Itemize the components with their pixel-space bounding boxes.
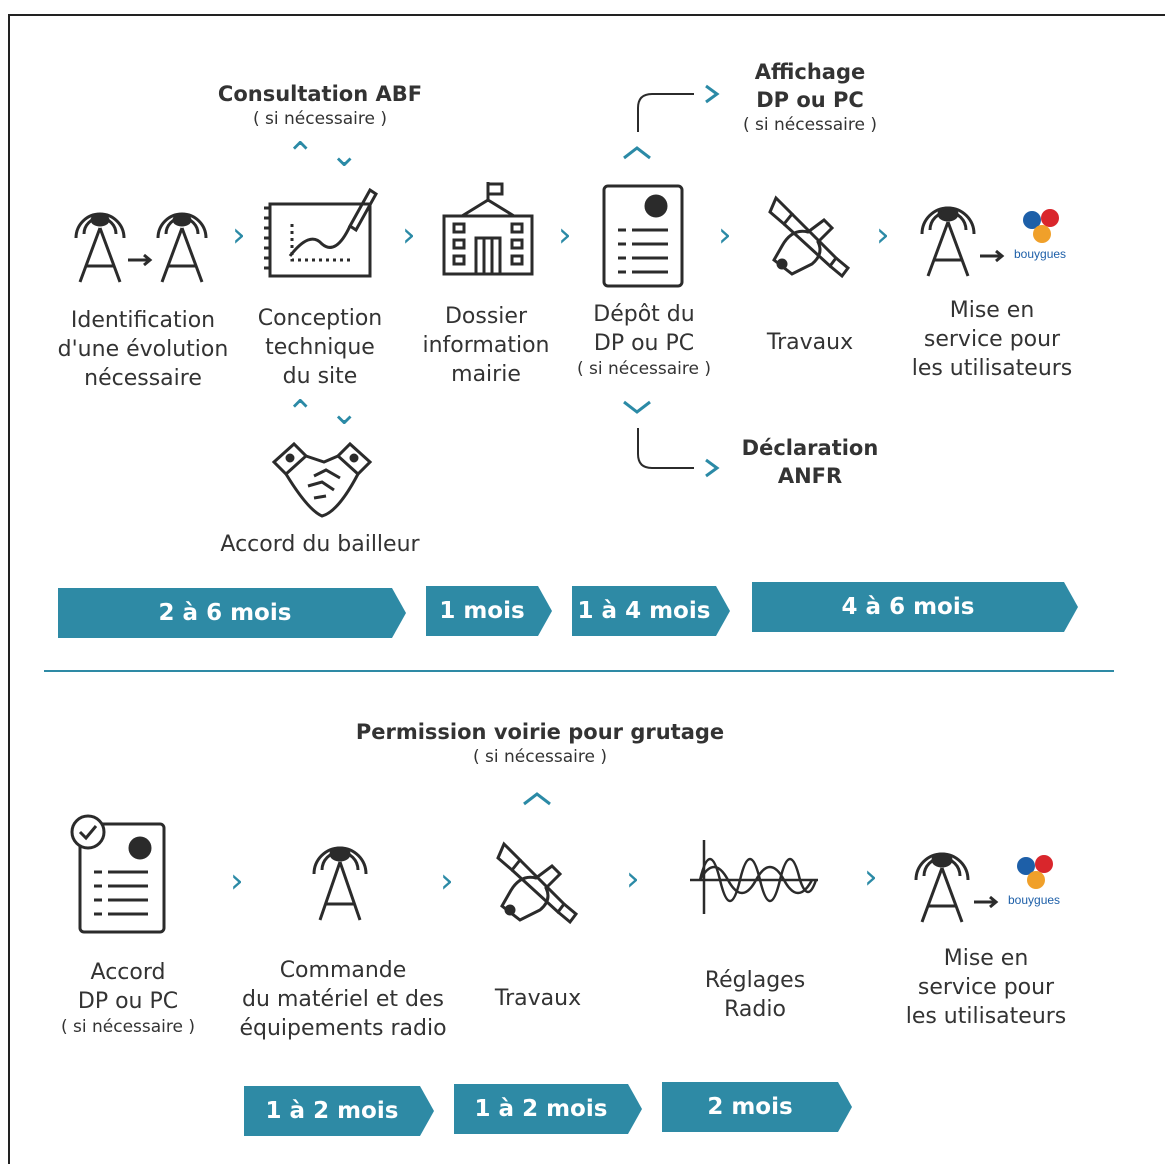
- radio-wave-icon: [690, 840, 818, 914]
- chevron-right-icon: ›: [402, 215, 416, 255]
- svg-text:bouygues: bouygues: [1008, 893, 1060, 907]
- step-line: Accord: [90, 960, 166, 985]
- step-mise-en-service: Mise en service pour les utilisateurs: [900, 296, 1084, 383]
- duration-pill: 2 mois: [662, 1082, 852, 1132]
- step-line: mairie: [451, 362, 521, 387]
- chevron-up-icon: ⌃: [286, 393, 315, 433]
- permission-voirie-title: Permission voirie pour grutage: [355, 720, 725, 744]
- chevron-right-icon: ›: [876, 215, 890, 255]
- step-line: DP ou PC: [77, 989, 179, 1014]
- step-line: les utilisateurs: [911, 356, 1073, 381]
- signed-document-icon: [70, 814, 166, 934]
- drawing-board-icon: [264, 187, 378, 278]
- affichage-heading: Affichage DP ou PC ( si nécessaire ): [720, 58, 900, 136]
- permission-voirie-heading: Permission voirie pour grutage ( si néce…: [340, 718, 740, 768]
- step-line: Mise en: [943, 946, 1029, 971]
- consultation-abf-title: Consultation ABF: [217, 82, 423, 106]
- antenna-bouygues-icon: bouygues: [914, 852, 1060, 923]
- bouygues-logo: bouygues: [1014, 209, 1066, 261]
- step-line: Mise en: [949, 298, 1035, 323]
- step-commande: Commande du matériel et des équipements …: [228, 956, 458, 1043]
- chevron-right-icon: ›: [626, 859, 640, 899]
- step-conception: Conception technique du site: [240, 304, 400, 391]
- duration-pill: 2 à 6 mois: [58, 588, 406, 638]
- step-line: Commande: [279, 958, 407, 983]
- bouygues-logo: bouygues: [1008, 855, 1060, 907]
- chevron-right-icon: ›: [232, 215, 246, 255]
- chevron-down-icon: ⌄: [330, 135, 359, 175]
- town-hall-icon: [442, 182, 534, 276]
- step-line: équipements radio: [239, 1016, 447, 1041]
- duration-pill: 1 mois: [426, 586, 552, 636]
- step-depot: Dépôt du DP ou PC ( si nécessaire ): [562, 300, 726, 380]
- step-line: du site: [282, 364, 358, 389]
- declaration-line1: Déclaration: [741, 436, 879, 460]
- step-line: les utilisateurs: [905, 1004, 1067, 1029]
- step-line: Travaux: [766, 330, 854, 355]
- step-identification: Identification d'une évolution nécessair…: [48, 306, 238, 393]
- step-line: d'une évolution: [57, 337, 229, 362]
- affichage-note: ( si nécessaire ): [742, 115, 878, 135]
- svg-text:bouygues: bouygues: [1014, 247, 1066, 261]
- accord-bailleur-label: Accord du bailleur: [220, 532, 420, 557]
- consultation-abf-note: ( si nécessaire ): [252, 109, 388, 129]
- step-line: Réglages: [704, 968, 806, 993]
- step-line: Dépôt du: [593, 302, 695, 327]
- duration-pill: 4 à 6 mois: [752, 582, 1078, 632]
- step-line: Dossier: [444, 304, 528, 329]
- duration-pill: 1 à 2 mois: [454, 1084, 642, 1134]
- handshake-icon: [271, 441, 373, 518]
- step-line: du matériel et des: [242, 987, 444, 1012]
- document-icon: [602, 184, 684, 288]
- chevron-right-icon: ›: [718, 215, 732, 255]
- step-dossier: Dossier information mairie: [412, 302, 560, 389]
- step-note: ( si nécessaire ): [60, 1017, 196, 1037]
- duration-pill: 1 à 4 mois: [572, 586, 730, 636]
- step-line: Identification: [70, 308, 216, 333]
- permission-voirie-note: ( si nécessaire ): [472, 747, 608, 767]
- duration-pill: 1 à 2 mois: [244, 1086, 434, 1136]
- chevron-down-icon: ⌄: [330, 393, 359, 433]
- antenna-icon: [312, 846, 368, 921]
- antenna-icon: [74, 212, 208, 283]
- page-frame: [8, 14, 1165, 1164]
- chevron-right-icon: ›: [230, 861, 244, 901]
- chevron-right-icon: ›: [558, 215, 572, 255]
- section-divider: [44, 670, 1114, 672]
- step-line: service pour: [923, 327, 1061, 352]
- step-line: Radio: [724, 997, 786, 1022]
- antenna-bouygues-icon: bouygues: [920, 206, 1066, 277]
- step-line: technique: [265, 335, 375, 360]
- step-travaux: Travaux: [478, 984, 598, 1013]
- step-line: service pour: [917, 975, 1055, 1000]
- step-reglages-radio: Réglages Radio: [680, 966, 830, 1024]
- declaration-line2: ANFR: [777, 464, 843, 488]
- step-line: information: [422, 333, 550, 358]
- chevron-up-icon: ⌃: [286, 135, 315, 175]
- chevron-up-icon: [523, 792, 551, 806]
- step-line: Travaux: [494, 986, 582, 1011]
- tools-icon: [496, 841, 579, 925]
- step-mise-en-service: Mise en service pour les utilisateurs: [894, 944, 1078, 1031]
- step-line: Conception: [257, 306, 383, 331]
- chevron-right-icon: ›: [864, 857, 878, 897]
- step-line: DP ou PC: [593, 331, 695, 356]
- step-note: ( si nécessaire ): [576, 359, 712, 379]
- chevron-right-icon: ›: [440, 861, 454, 901]
- step-line: nécessaire: [84, 366, 202, 391]
- affichage-line1: Affichage: [754, 60, 866, 84]
- step-accord-dp: Accord DP ou PC ( si nécessaire ): [40, 958, 216, 1038]
- affichage-line2: DP ou PC: [756, 88, 864, 112]
- tools-icon: [768, 195, 851, 279]
- declaration-anfr-heading: Déclaration ANFR: [730, 434, 890, 490]
- consultation-abf-heading: Consultation ABF ( si nécessaire ): [200, 80, 440, 130]
- step-travaux: Travaux: [750, 328, 870, 357]
